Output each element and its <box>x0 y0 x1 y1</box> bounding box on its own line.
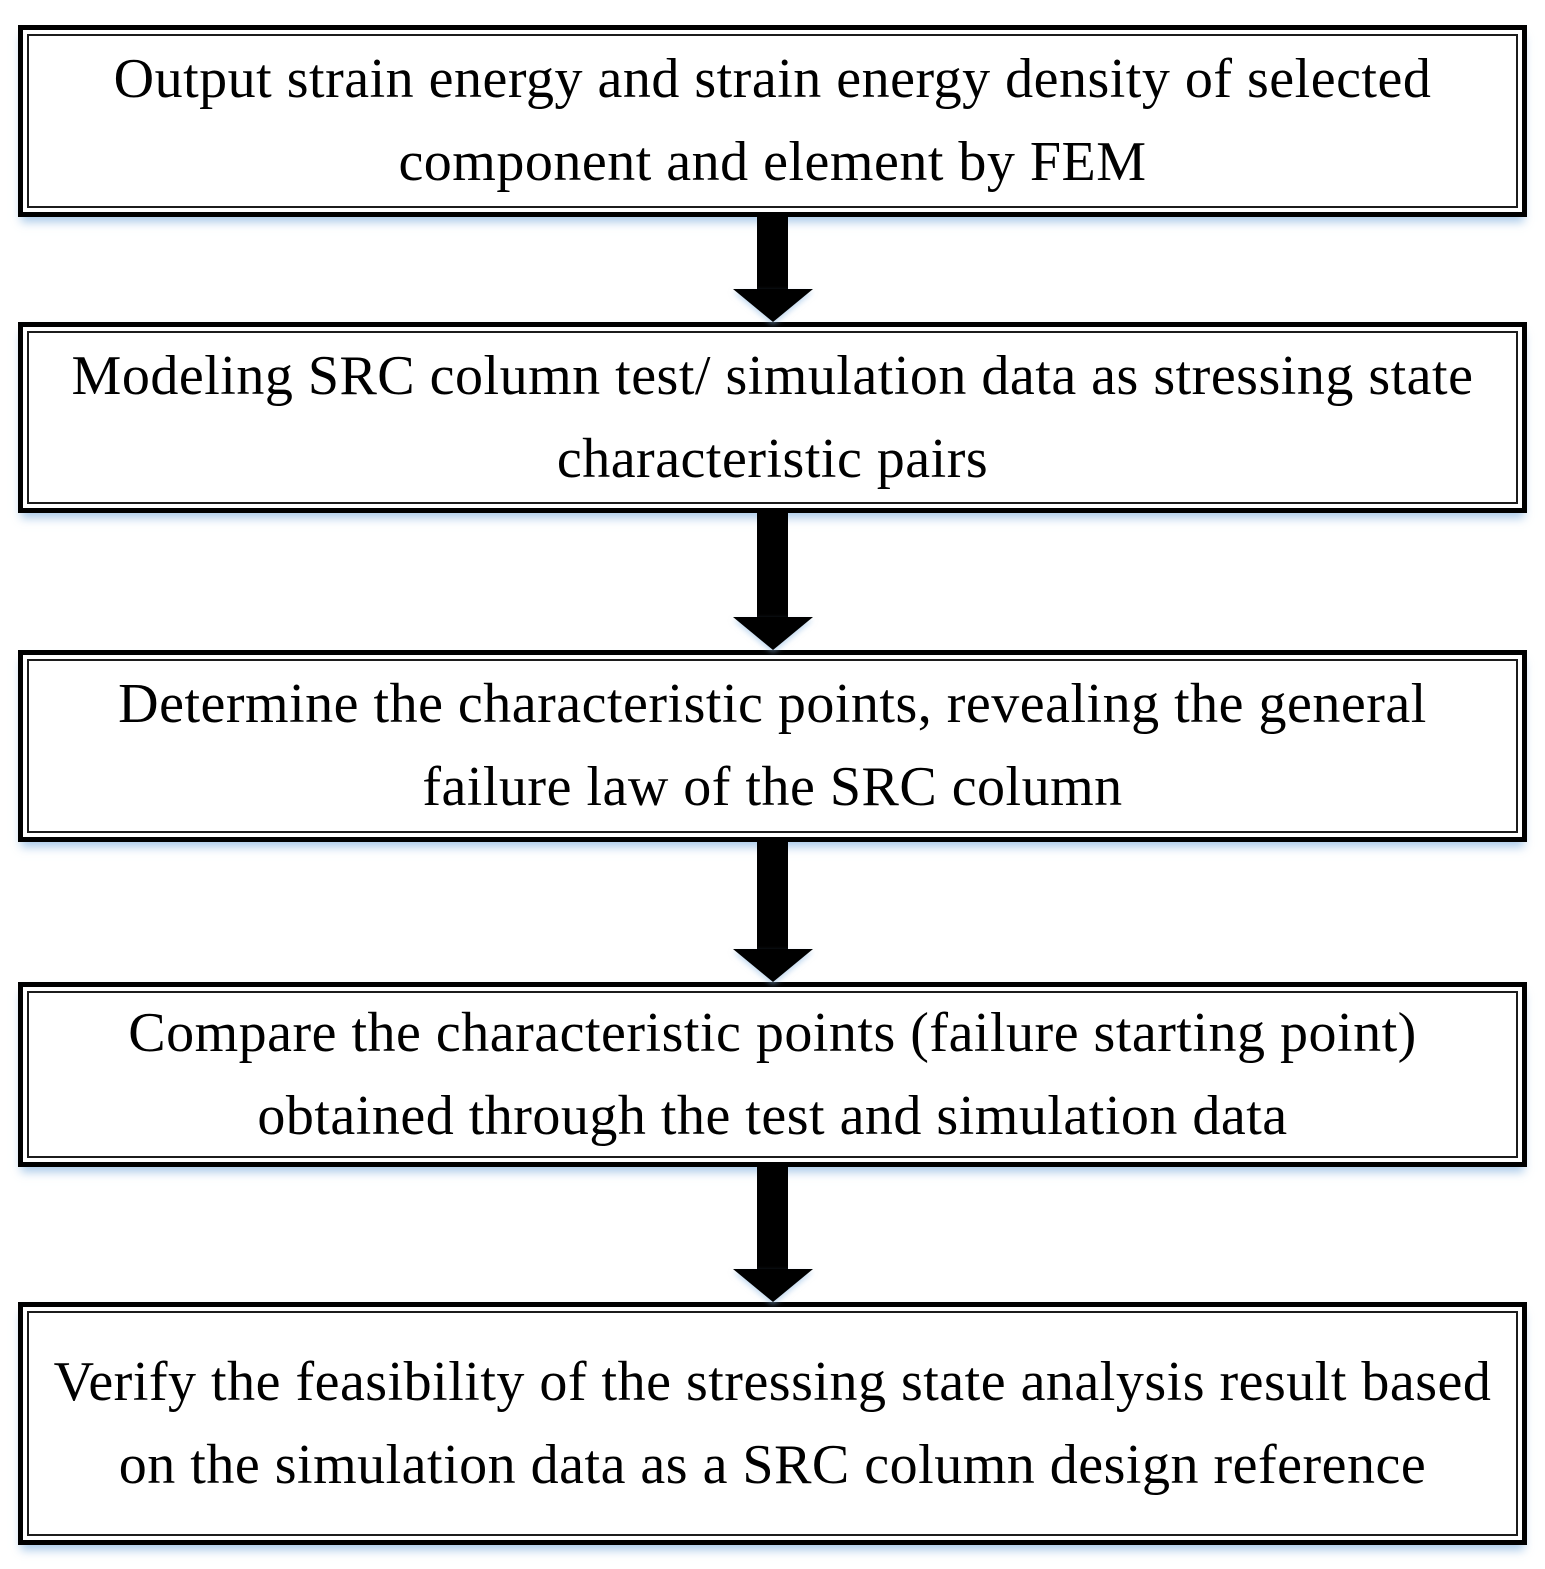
flow-step-3: Determine the characteristic points, rev… <box>18 650 1527 842</box>
flow-step-4-label: Compare the characteristic points (failu… <box>128 1001 1417 1147</box>
arrow-head <box>732 949 813 982</box>
arrow-shaft <box>757 1167 788 1269</box>
arrow-shaft <box>757 513 788 617</box>
arrow-head <box>732 617 813 650</box>
flow-step-4: Compare the characteristic points (failu… <box>18 982 1527 1167</box>
flow-step-5: Verify the feasibility of the stressing … <box>18 1302 1527 1545</box>
arrow-down-icon <box>732 513 814 650</box>
flow-step-2-label: Modeling SRC column test/ simulation dat… <box>71 344 1474 490</box>
arrow-down-icon <box>732 842 814 982</box>
arrow-down-icon <box>732 1167 814 1302</box>
flow-step-3-label: Determine the characteristic points, rev… <box>118 673 1427 818</box>
arrow-down-icon <box>732 217 814 322</box>
flow-step-1: Output strain energy and strain energy d… <box>18 25 1527 217</box>
arrow-head <box>732 289 813 322</box>
flowchart: Output strain energy and strain energy d… <box>18 0 1527 1545</box>
arrow-shaft <box>757 217 788 289</box>
arrow-shaft <box>757 842 788 949</box>
flow-step-1-label: Output strain energy and strain energy d… <box>113 48 1432 193</box>
flow-step-5-label: Verify the feasibility of the stressing … <box>53 1350 1492 1496</box>
arrow-head <box>732 1269 813 1302</box>
flow-step-2: Modeling SRC column test/ simulation dat… <box>18 322 1527 513</box>
